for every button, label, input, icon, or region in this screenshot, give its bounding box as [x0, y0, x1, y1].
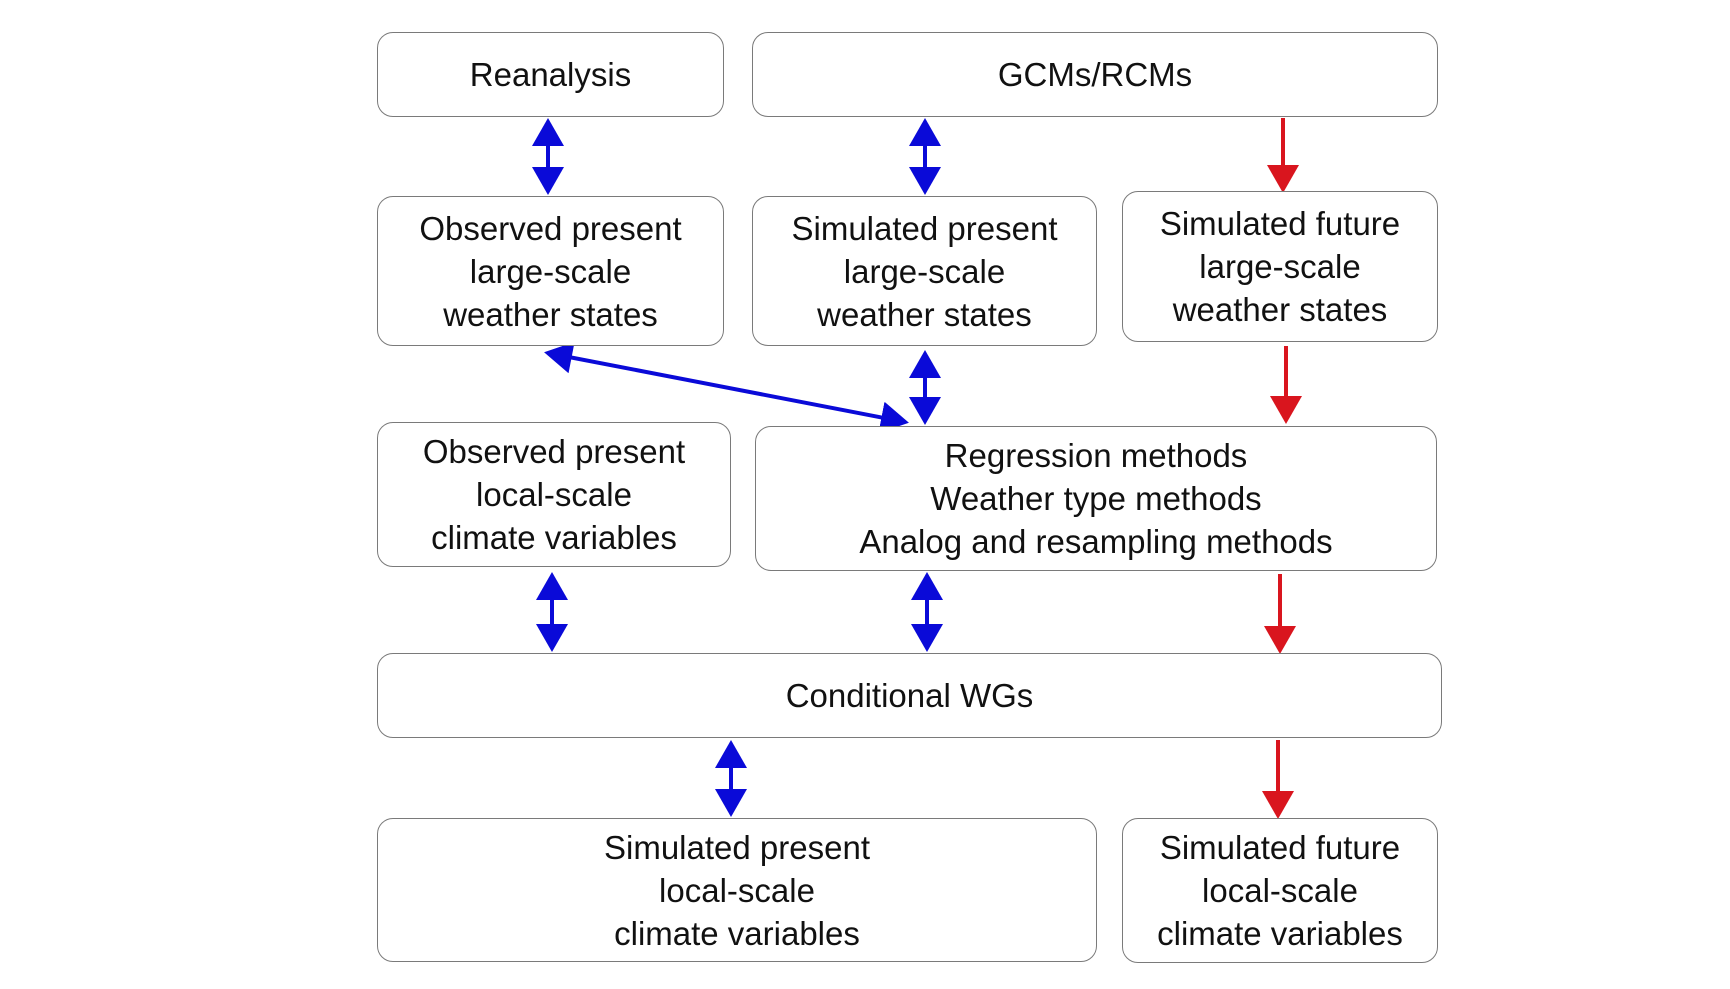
box-label-line: large-scale	[469, 252, 632, 290]
box-simulated-future-large-scale: Simulated future large-scale weather sta…	[1122, 191, 1438, 342]
box-label-line: Analog and resampling methods	[859, 523, 1333, 560]
box-label: Simulated present large-scale weather st…	[792, 207, 1058, 336]
box-label-line: local-scale	[476, 476, 632, 513]
box-label-line: large-scale	[843, 252, 1006, 290]
box-label-line: Simulated present	[791, 209, 1058, 247]
box-gcms-rcms: GCMs/RCMs	[752, 32, 1438, 117]
box-label: Conditional WGs	[786, 674, 1034, 717]
box-label: Simulated future local-scale climate var…	[1157, 826, 1403, 955]
box-label-line: large-scale	[1199, 248, 1361, 285]
box-label-line: climate variables	[431, 519, 677, 556]
box-label: Simulated present local-scale climate va…	[604, 826, 870, 955]
box-label-line: local-scale	[659, 871, 815, 909]
box-label-line: Conditional WGs	[785, 677, 1034, 714]
box-label-line: local-scale	[1202, 872, 1358, 909]
box-label-line: Weather type methods	[930, 480, 1262, 517]
box-label: Simulated future large-scale weather sta…	[1160, 202, 1400, 331]
box-label-line: Simulated future	[1159, 205, 1401, 242]
box-label-line: Observed present	[419, 209, 682, 247]
box-label-line: weather states	[1172, 291, 1388, 328]
box-reanalysis: Reanalysis	[377, 32, 724, 117]
box-simulated-future-local-scale: Simulated future local-scale climate var…	[1122, 818, 1438, 963]
box-label-line: Regression methods	[944, 437, 1248, 474]
box-label: Observed present local-scale climate var…	[423, 430, 685, 559]
box-label-line: weather states	[443, 295, 658, 333]
box-label: Reanalysis	[470, 53, 631, 96]
box-label: Regression methods Weather type methods …	[859, 434, 1332, 563]
box-label-line: Simulated present	[604, 828, 870, 866]
box-conditional-wgs: Conditional WGs	[377, 653, 1442, 738]
box-label-line: Observed present	[422, 433, 686, 470]
box-label-line: climate variables	[614, 914, 860, 952]
box-label-line: weather states	[817, 295, 1032, 333]
box-downscaling-methods: Regression methods Weather type methods …	[755, 426, 1437, 571]
box-observed-present-local-scale: Observed present local-scale climate var…	[377, 422, 731, 567]
box-simulated-present-local-scale: Simulated present local-scale climate va…	[377, 818, 1097, 962]
box-label-line: Simulated future	[1159, 829, 1401, 866]
box-observed-present-large-scale: Observed present large-scale weather sta…	[377, 196, 724, 346]
box-label-line: GCMs/RCMs	[997, 56, 1193, 93]
box-label: Observed present large-scale weather sta…	[419, 207, 681, 336]
box-label: GCMs/RCMs	[998, 53, 1192, 96]
arrow-observed-large-scale-methods	[544, 341, 909, 434]
box-label-line: climate variables	[1157, 915, 1403, 952]
box-label-line: Reanalysis	[469, 56, 632, 93]
box-simulated-present-large-scale: Simulated present large-scale weather st…	[752, 196, 1097, 346]
